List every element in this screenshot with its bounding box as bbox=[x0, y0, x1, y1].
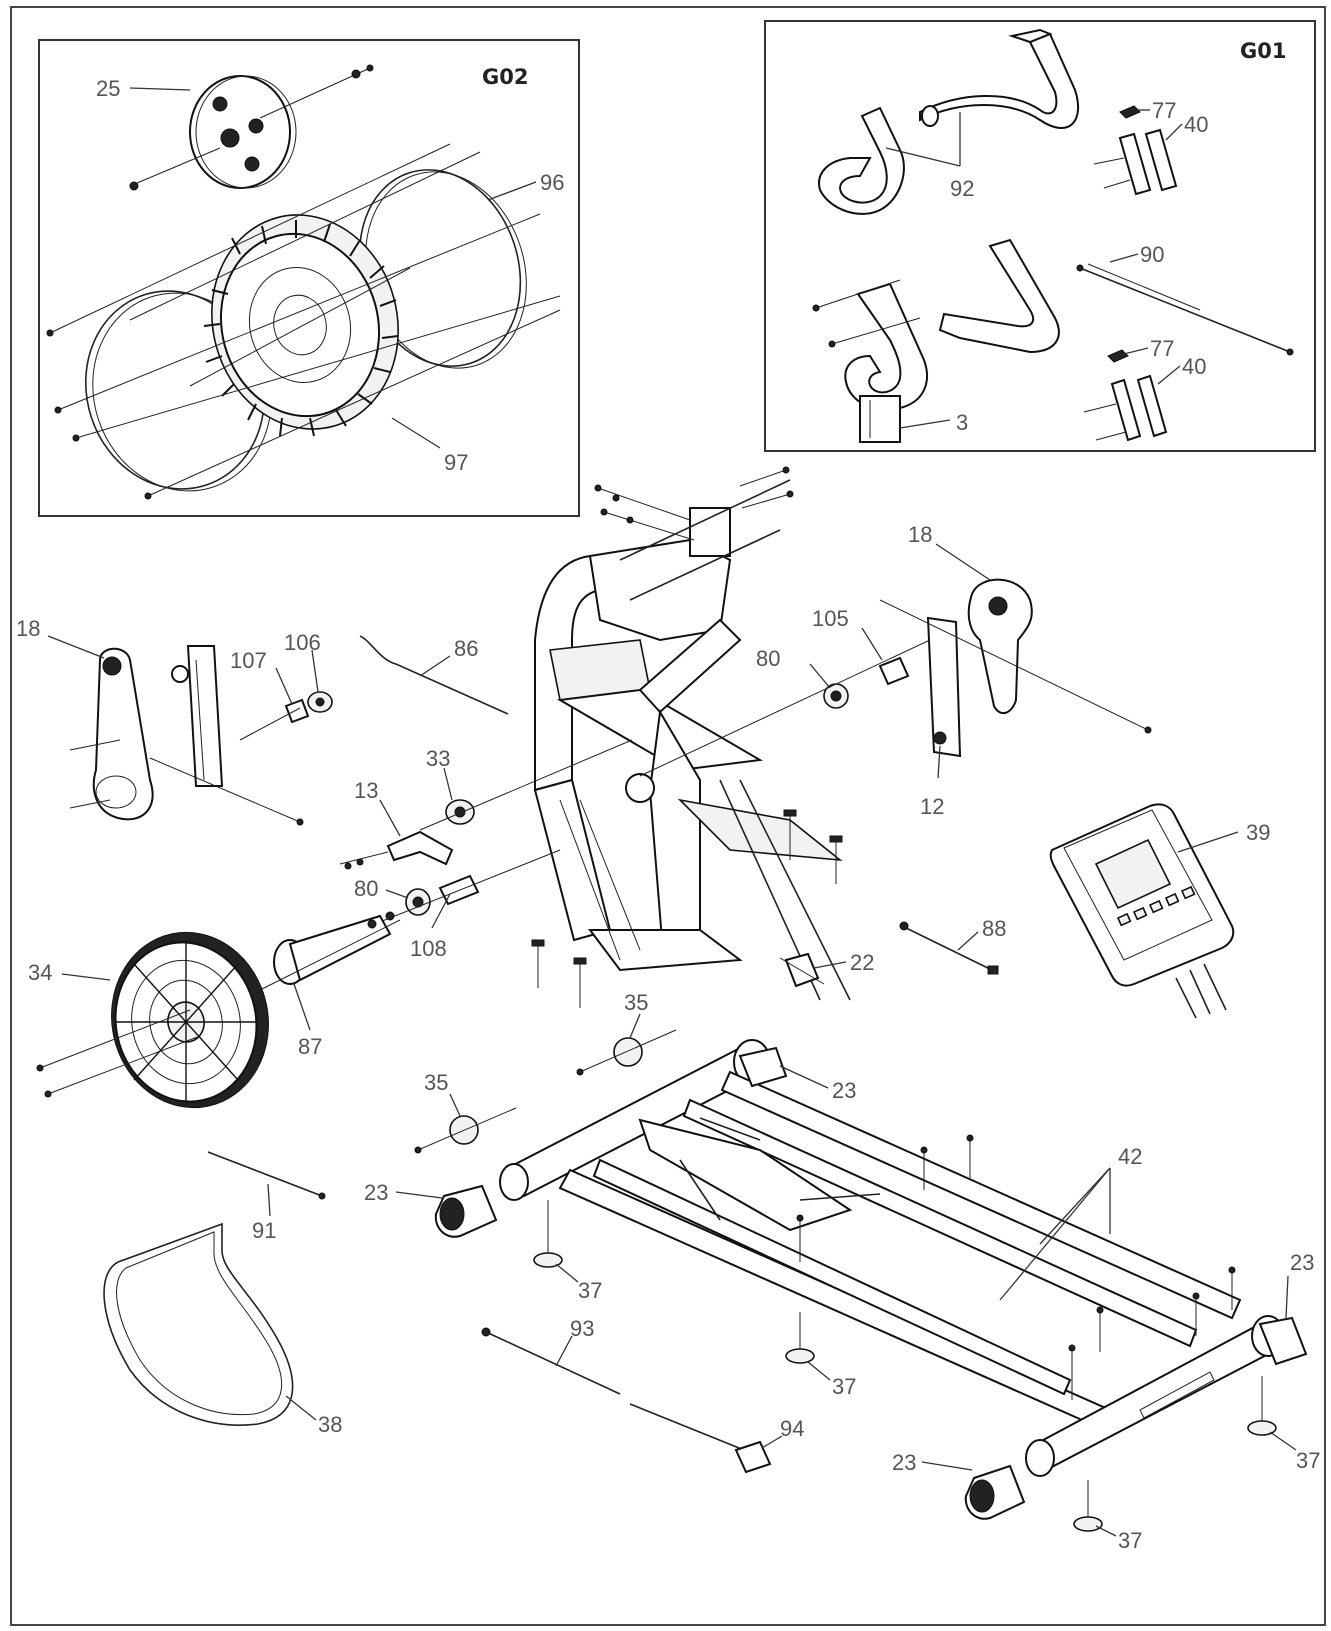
part-23-endcap-bottom bbox=[964, 1464, 1026, 1520]
part-91-rod bbox=[207, 1151, 326, 1200]
part-37-foot-4 bbox=[1073, 1480, 1103, 1532]
callout-38: 38 bbox=[318, 1412, 342, 1437]
callout-97: 97 bbox=[444, 450, 468, 475]
part-90-rod bbox=[1076, 263, 1294, 356]
part-37-foot-1 bbox=[533, 1200, 563, 1268]
callout-40-lower: 40 bbox=[1182, 354, 1206, 379]
part-18-right-crank bbox=[879, 578, 1152, 758]
callout-96: 96 bbox=[540, 170, 564, 195]
callout-12: 12 bbox=[920, 794, 944, 819]
callout-18-left: 18 bbox=[16, 616, 40, 641]
inset-g01: G01 bbox=[764, 20, 1316, 452]
part-88-cable bbox=[899, 921, 999, 975]
callout-37-4: 37 bbox=[1118, 1528, 1142, 1553]
callout-88: 88 bbox=[982, 916, 1006, 941]
part-35-roller-lower bbox=[414, 1107, 517, 1154]
part-39-console bbox=[1049, 803, 1235, 1019]
callout-13: 13 bbox=[354, 778, 378, 803]
part-25-disc bbox=[129, 64, 374, 191]
part-22-clamp bbox=[779, 952, 825, 988]
callout-107: 107 bbox=[230, 648, 267, 673]
part-108-sleeve bbox=[379, 849, 561, 923]
upright-frame bbox=[531, 466, 851, 1008]
callout-86: 86 bbox=[454, 636, 478, 661]
part-107-106-nuts bbox=[239, 691, 333, 741]
callout-93: 93 bbox=[570, 1316, 594, 1341]
main-callouts: 18 107 106 86 33 13 80 108 34 87 35 35 1… bbox=[16, 522, 1320, 1553]
part-35-roller-upper bbox=[576, 1029, 677, 1076]
callout-90: 90 bbox=[1140, 242, 1164, 267]
part-86-cable bbox=[359, 635, 509, 715]
part-97-flywheel bbox=[203, 214, 399, 437]
callout-33: 33 bbox=[426, 746, 450, 771]
callout-37-2: 37 bbox=[832, 1374, 856, 1399]
inset-g02: G02 bbox=[38, 39, 580, 517]
callout-106: 106 bbox=[284, 630, 321, 655]
part-77-40-lower bbox=[1083, 349, 1168, 442]
part-13-bracket bbox=[339, 830, 454, 870]
part-105-bushing bbox=[878, 656, 910, 686]
part-34-pulley bbox=[36, 931, 269, 1109]
part-37-foot-2 bbox=[785, 1312, 815, 1364]
inset-g01-title: G01 bbox=[1240, 39, 1286, 63]
part-23-endcap-left bbox=[434, 1184, 498, 1238]
callout-35-upper: 35 bbox=[624, 990, 648, 1015]
part-37-foot-3 bbox=[1247, 1376, 1277, 1436]
callout-37-1: 37 bbox=[578, 1278, 602, 1303]
part-80-bearing-right bbox=[639, 639, 931, 777]
base-frame bbox=[499, 1039, 1285, 1477]
callout-91: 91 bbox=[252, 1218, 276, 1243]
callout-40-upper: 40 bbox=[1184, 112, 1208, 137]
part-77-40-upper bbox=[1093, 105, 1178, 196]
callout-34: 34 bbox=[28, 960, 52, 985]
callout-39: 39 bbox=[1246, 820, 1270, 845]
g02-screws bbox=[46, 143, 561, 500]
callout-22: 22 bbox=[850, 950, 874, 975]
part-18-left-crank bbox=[69, 645, 304, 826]
callout-3: 3 bbox=[956, 410, 968, 435]
callout-35-lower: 35 bbox=[424, 1070, 448, 1095]
part-87-hub-axle bbox=[259, 911, 401, 991]
callout-23-upper: 23 bbox=[832, 1078, 856, 1103]
callout-108: 108 bbox=[410, 936, 447, 961]
part-23-endcap-upper-right bbox=[738, 1046, 788, 1088]
part-93-rod bbox=[481, 1327, 621, 1395]
callout-94: 94 bbox=[780, 1416, 804, 1441]
part-23-endcap-right bbox=[1258, 1316, 1308, 1366]
part-3-handlebar-post bbox=[812, 238, 1060, 443]
part-92-handlebar bbox=[818, 28, 1080, 215]
callout-37-3: 37 bbox=[1296, 1448, 1320, 1473]
callout-77-lower: 77 bbox=[1150, 336, 1174, 361]
callout-77-upper: 77 bbox=[1152, 98, 1176, 123]
callout-80-right: 80 bbox=[756, 646, 780, 671]
part-94-block bbox=[629, 1403, 772, 1474]
part-33-bushing bbox=[419, 739, 633, 831]
part-80-bearing-left bbox=[405, 888, 431, 916]
inset-g02-title: G02 bbox=[482, 65, 528, 89]
callout-23-bottom: 23 bbox=[892, 1450, 916, 1475]
callout-87: 87 bbox=[298, 1034, 322, 1059]
callout-92: 92 bbox=[950, 176, 974, 201]
callout-42: 42 bbox=[1118, 1144, 1142, 1169]
callout-105: 105 bbox=[812, 606, 849, 631]
callout-23-left: 23 bbox=[364, 1180, 388, 1205]
callout-18-right: 18 bbox=[908, 522, 932, 547]
part-38-belt bbox=[103, 1222, 294, 1426]
callout-25: 25 bbox=[96, 76, 120, 101]
callout-23-right: 23 bbox=[1290, 1250, 1314, 1275]
callout-80-left: 80 bbox=[354, 876, 378, 901]
